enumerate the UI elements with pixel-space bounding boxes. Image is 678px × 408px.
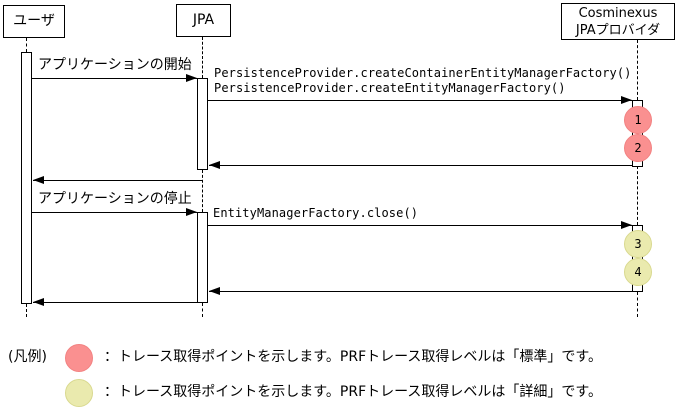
label-create-emf: PersistenceProvider.createEntityManagerF… [214, 81, 566, 95]
lifeline-provider-bottom [637, 292, 638, 317]
legend-detail-text: ：トレース取得ポイントを示します。PRFトレース取得レベルは「詳細」です。 [104, 384, 603, 400]
label-create-container-emf: PersistenceProvider.createContainerEntit… [214, 66, 632, 80]
actor-label-provider-line1: Cosminexus [578, 5, 658, 21]
arrow-create-factory-return [209, 161, 632, 169]
trace-point-3-number: 3 [634, 237, 642, 251]
actor-label-user: ユーザ [13, 13, 55, 29]
trace-point-4: 4 [624, 258, 652, 286]
lifeline-user-top [26, 38, 27, 52]
trace-point-1: 1 [624, 106, 652, 134]
lifeline-jpa-middle [202, 170, 203, 212]
legend-standard-text: ：トレース取得ポイントを示します。PRFトレース取得レベルは「標準」です。 [104, 349, 603, 365]
legend-title: (凡例) [8, 349, 47, 365]
trace-point-1-number: 1 [634, 113, 642, 127]
arrow-app-start-return [33, 176, 202, 184]
actor-label-provider-line2: JPAプロバイダ [575, 22, 661, 38]
actor-box-provider: Cosminexus JPAプロバイダ [561, 3, 675, 40]
lifeline-jpa-bottom [202, 303, 203, 317]
trace-point-4-number: 4 [634, 265, 642, 279]
lifeline-jpa-top [202, 37, 203, 78]
legend-standard-trace-icon [65, 344, 93, 372]
lifeline-user-bottom [26, 304, 27, 317]
arrow-create-factory-call [208, 96, 632, 104]
label-app-stop: アプリケーションの停止 [38, 191, 192, 207]
actor-label-jpa: JPA [192, 12, 215, 28]
arrow-close-return [209, 287, 632, 295]
trace-point-3: 3 [624, 230, 652, 258]
arrow-close-call [208, 221, 632, 229]
arrow-app-stop-return [33, 298, 202, 306]
label-close-emf: EntityManagerFactory.close() [213, 206, 419, 220]
lifeline-provider-top [637, 40, 638, 100]
actor-box-jpa: JPA [176, 4, 231, 37]
trace-point-2: 2 [624, 134, 652, 162]
lifeline-provider-middle [637, 166, 638, 225]
activation-user [21, 52, 32, 304]
trace-point-2-number: 2 [634, 141, 642, 155]
arrow-app-stop [32, 208, 197, 216]
actor-box-user: ユーザ [3, 5, 65, 38]
activation-jpa-start [197, 78, 208, 170]
arrow-app-start [32, 74, 197, 82]
label-app-start: アプリケーションの開始 [38, 57, 192, 73]
legend-detail-trace-icon [65, 379, 93, 407]
activation-jpa-stop [197, 212, 208, 303]
